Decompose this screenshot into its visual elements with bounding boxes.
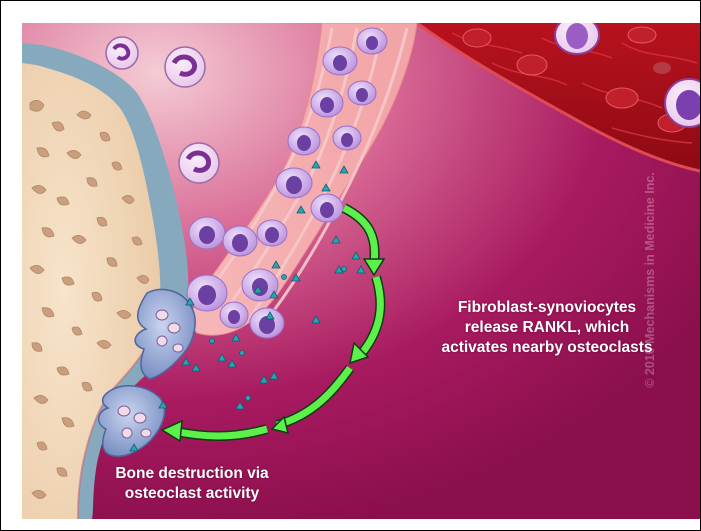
- bone-caption-line-2: osteoclast activity: [82, 484, 302, 504]
- rankl-osteoclast-illustration: [22, 23, 700, 519]
- bone-caption-line-1: Bone destruction via: [82, 464, 302, 484]
- copyright-watermark: © 2010 Mechanisms in Medicine Inc.: [643, 150, 657, 410]
- bone-destruction-caption: Bone destruction via osteoclast activity: [82, 464, 302, 504]
- illustration-panel: Fibroblast-synoviocytes release RANKL, w…: [22, 23, 700, 519]
